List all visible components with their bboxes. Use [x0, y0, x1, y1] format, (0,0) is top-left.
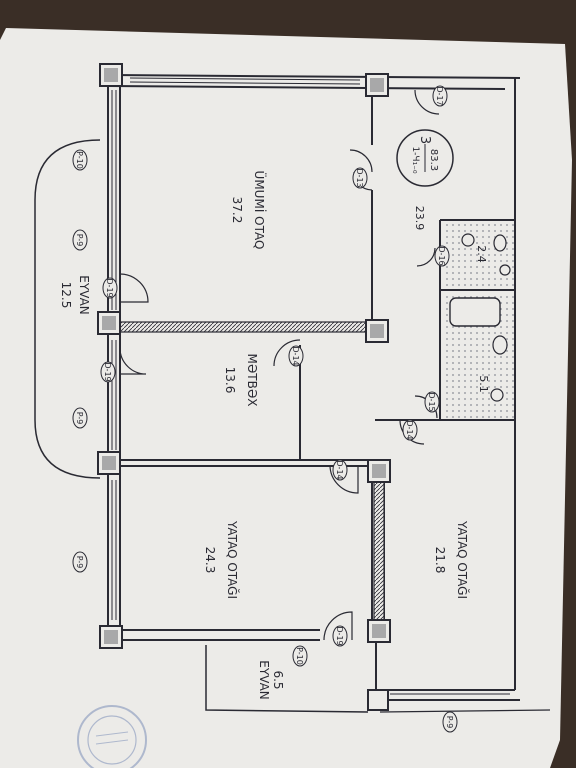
markers: D-17 D-13 D-19 D-19 D-19 D-14 D-14 D-14 … [72, 85, 458, 733]
marker-p9b: P-9 [75, 412, 84, 425]
balcony-right-area: 6.5 [271, 670, 285, 689]
bedroom-center-area: 24.3 [203, 547, 217, 574]
marker-p9d: P-9 [445, 716, 454, 729]
living-room-area: 37.2 [230, 197, 244, 224]
wc-tiles [442, 222, 514, 288]
paper-sheet [0, 28, 572, 768]
hall-area: 23.9 [413, 206, 426, 231]
balcony-right-outline [205, 645, 369, 713]
wc-area: 2.4 [475, 245, 488, 263]
sink-icon-2 [499, 264, 511, 276]
bathroom-area: 5.1 [477, 375, 490, 393]
sink-icon [461, 233, 475, 247]
door-swings [119, 89, 440, 641]
balcony-right-name: EYVAN [257, 660, 271, 700]
toilet-icon [493, 234, 507, 252]
toilet-icon-2 [492, 335, 508, 355]
balcony-left-area: 12.5 [59, 282, 73, 309]
balcony-left-name: EYVAN [77, 275, 91, 315]
marker-p9c: P-9 [75, 556, 84, 569]
marker-d14a: D-14 [291, 346, 300, 365]
bedroom-right-name: YATAQ OTAĞI [455, 520, 470, 599]
living-room-name: ÜMUMİ OTAQ [252, 171, 268, 250]
columns [97, 63, 391, 711]
marker-p9a: P-9 [75, 234, 84, 247]
kitchen-name: MƏTBƏX [245, 353, 259, 406]
marker-d19b: D-19 [103, 362, 112, 381]
marker-d17: D-17 [435, 86, 444, 105]
stamp-seal [77, 705, 147, 768]
marker-p10b: P-10 [295, 647, 304, 665]
summary-rooms-count: 3 [417, 136, 432, 144]
hatched-partition-horizontal [119, 321, 373, 333]
marker-d15: D-15 [427, 392, 436, 411]
bedroom-center-name: YATAQ OTAĞI [225, 520, 240, 599]
marker-d19a: D-19 [105, 278, 114, 297]
summary-total-area: 83.3 [428, 149, 439, 171]
room-labels: ÜMUMİ OTAQ 37.2 MƏTBƏX 13.6 YATAQ OTAĞI … [59, 171, 490, 700]
hatched-partition-vertical [373, 469, 385, 641]
marker-d14c: D-14 [405, 420, 414, 439]
summary-circle: 83.3 3 1-Ч₁₋₀ [396, 129, 454, 187]
kitchen-area: 13.6 [223, 367, 237, 394]
marker-d16: D-16 [437, 246, 446, 265]
marker-d19c: D-19 [335, 626, 344, 645]
summary-code: 1-Ч₁₋₀ [410, 146, 420, 174]
bathtub-icon [449, 297, 501, 327]
windows [111, 77, 510, 695]
sink-icon-3 [490, 388, 504, 402]
marker-d13: D-13 [355, 168, 364, 187]
marker-p10a: P-10 [75, 151, 84, 169]
marker-d14b: D-14 [335, 460, 344, 479]
bedroom-right-area: 21.8 [433, 547, 447, 574]
balcony-left-outline [34, 139, 101, 479]
